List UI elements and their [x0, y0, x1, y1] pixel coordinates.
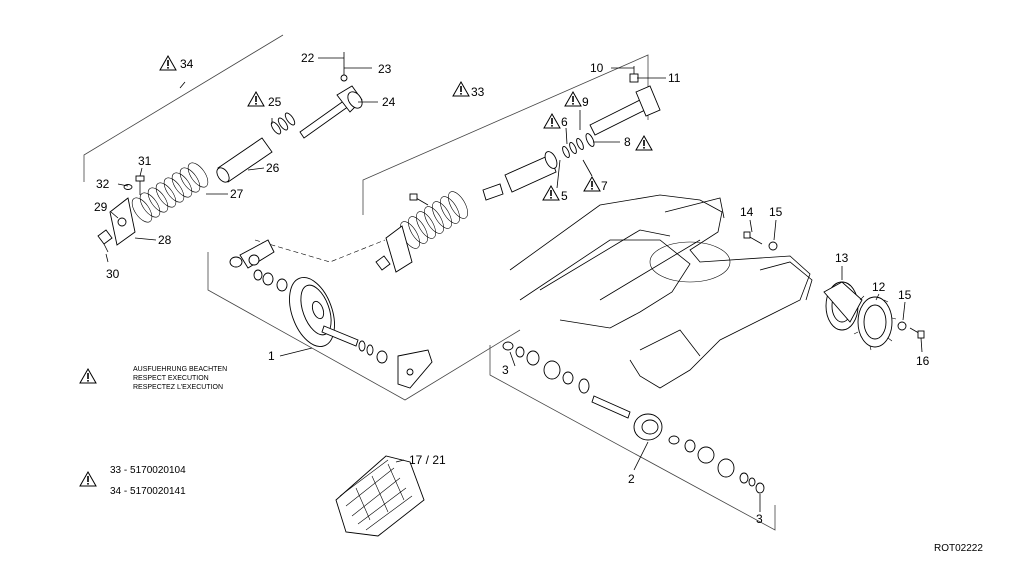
callout-33: 33	[471, 85, 485, 99]
warning-triangle-icon	[583, 176, 601, 192]
assembly-frame-34	[83, 34, 284, 182]
callout-17-21: 17 / 21	[409, 453, 446, 467]
warning-triangle-icon	[247, 91, 265, 107]
callout-31: 31	[138, 154, 152, 168]
drawing-number: ROT02222	[934, 543, 983, 554]
callout-6: 6	[561, 115, 568, 129]
callout-29: 29	[94, 200, 108, 214]
callout-13: 13	[835, 251, 849, 265]
callout-26: 26	[266, 161, 280, 175]
callout-25: 25	[268, 95, 282, 109]
idler-wheel-assembly-1	[229, 239, 433, 389]
warning-triangle-icon	[564, 91, 582, 107]
callout-28: 28	[158, 233, 172, 247]
callout-14: 14	[740, 205, 754, 219]
warning-triangle-icon	[79, 368, 97, 384]
track-assembly	[335, 455, 425, 537]
warning-triangle-icon	[543, 113, 561, 129]
leader-lines	[105, 57, 923, 512]
execution-notice: AUSFUEHRUNG BEACHTEN RESPECT EXECUTION R…	[133, 366, 227, 391]
notice-line-fr: RESPECTEZ L'EXECUTION	[133, 384, 223, 391]
notice-line-en: RESPECT EXECUTION	[133, 375, 209, 382]
callout-22: 22	[301, 51, 315, 65]
part-number-legend: 33 - 5170020104 34 - 5170020141	[110, 465, 186, 497]
callout-16: 16	[916, 354, 930, 368]
callout-12: 12	[872, 280, 886, 294]
callout-9: 9	[582, 95, 589, 109]
undercarriage-frame	[509, 194, 813, 389]
hub-sprocket-assembly	[743, 231, 925, 351]
drive-shaft-assembly-2	[502, 341, 765, 494]
callout-24: 24	[382, 95, 396, 109]
assembly-frame-2	[489, 345, 776, 531]
shock-assembly-34	[97, 52, 363, 253]
callout-8: 8	[624, 135, 631, 149]
callout-2: 2	[628, 472, 635, 486]
callout-10: 10	[590, 61, 604, 75]
warning-triangle-icon	[635, 135, 653, 151]
warning-triangle-icon	[79, 471, 97, 487]
callout-27: 27	[230, 187, 244, 201]
callout-3a: 3	[502, 363, 509, 377]
callout-3b: 3	[756, 512, 763, 526]
callout-30: 30	[106, 267, 120, 281]
assembly-frame-1	[207, 239, 521, 401]
warning-triangle-icon	[159, 55, 177, 71]
callout-5: 5	[561, 189, 568, 203]
callout-15a: 15	[769, 205, 783, 219]
callout-23: 23	[378, 62, 392, 76]
callout-11: 11	[668, 71, 681, 85]
callout-1: 1	[268, 349, 275, 363]
callout-32: 32	[96, 177, 110, 191]
callout-7: 7	[601, 179, 608, 193]
notice-line-de: AUSFUEHRUNG BEACHTEN	[133, 366, 227, 373]
legend-row-34: 34 - 5170020141	[110, 486, 186, 497]
callout-34: 34	[180, 57, 194, 71]
legend-row-33: 33 - 5170020104	[110, 465, 186, 476]
shock-assembly-33	[375, 66, 661, 273]
warning-triangle-icon	[452, 81, 470, 97]
warning-triangle-icon	[542, 185, 560, 201]
callout-15b: 15	[898, 288, 912, 302]
callout-labels: 34 22 23 24 25 26 27 31 32 29 28 30 33 1…	[94, 51, 930, 526]
